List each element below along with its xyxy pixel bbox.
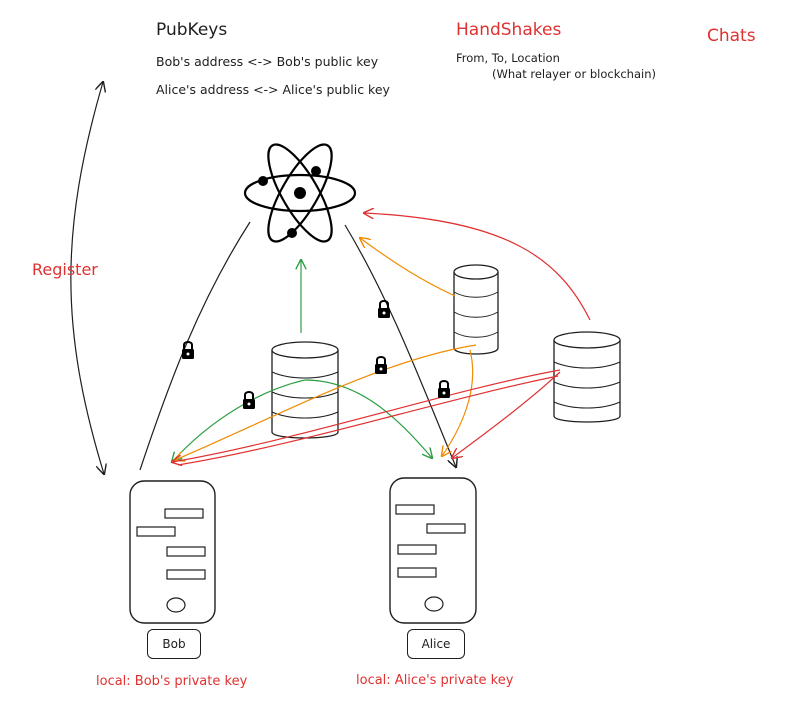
pubkeys-to-alice-arrow [304, 379, 432, 458]
chats-to-bob-arrow [172, 369, 561, 462]
alice-local-key: local: Alice's private key [356, 673, 514, 688]
handshakes-fields: From, To, Location [456, 51, 560, 65]
lock-icon [374, 356, 388, 375]
chats-to-bob-arrow-2 [177, 375, 559, 466]
chats-to-alice-arrow [452, 371, 561, 458]
database-icon [271, 341, 339, 439]
bob-name-tag: Bob [147, 629, 201, 659]
chats-title: Chats [707, 26, 756, 46]
handshakes-to-chain-arrow [360, 238, 456, 297]
database-icon [453, 264, 499, 355]
pubkey-mapping-alice: Alice's address <-> Alice's public key [156, 82, 390, 97]
lock-icon [242, 391, 256, 410]
alice-name-tag: Alice [407, 629, 465, 659]
chain-to-alice-line [344, 224, 456, 467]
bob-local-key: local: Bob's private key [96, 674, 248, 689]
phone-icon [129, 480, 216, 624]
handshakes-title: HandShakes [456, 20, 562, 40]
handshakes-to-alice-arrow [442, 349, 474, 456]
pubkey-mapping-bob: Bob's address <-> Bob's public key [156, 54, 379, 69]
chain-to-bob-line [139, 221, 251, 471]
database-icon [553, 331, 621, 423]
pubkeys-title: PubKeys [156, 20, 228, 40]
handshakes-location-note: (What relayer or blockchain) [492, 67, 656, 81]
pubkeys-to-bob-arrow [172, 379, 306, 462]
register-arrow [70, 82, 104, 474]
lock-icon [181, 341, 195, 360]
chats-to-chain-arrow [364, 213, 591, 321]
register-label: Register [32, 260, 98, 279]
handshakes-to-bob-arrow [175, 344, 477, 460]
phone-icon [389, 477, 477, 624]
atom-icon [243, 143, 357, 243]
lock-icon [377, 300, 391, 319]
lock-icon [437, 380, 451, 399]
